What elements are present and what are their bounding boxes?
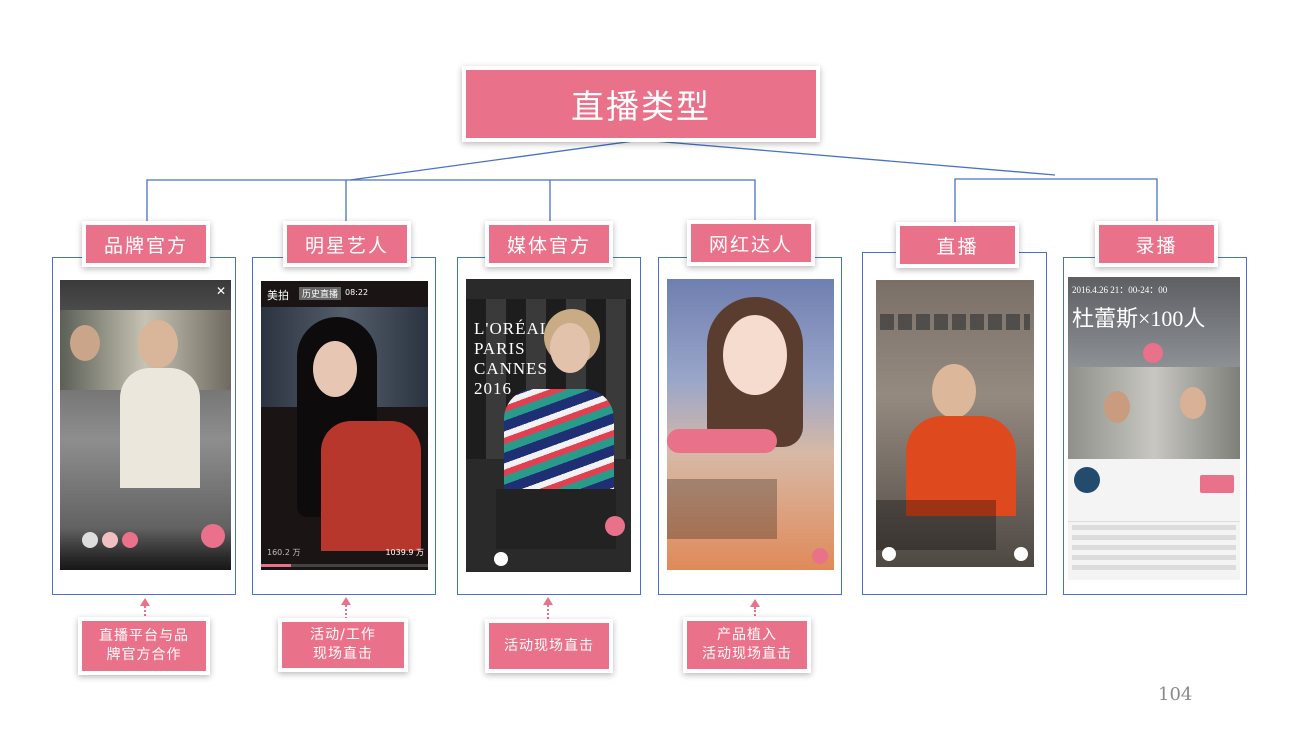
screenshot-influencer-live [667,279,834,570]
note-influencer: 产品植入 活动现场直击 [687,621,807,669]
dotted-connector [345,605,347,619]
chat-overlay [667,479,777,539]
person-body [120,368,200,488]
note-influencer-line1: 产品植入 [717,627,777,643]
person-head-2 [70,325,100,361]
striped-sweater [504,389,614,499]
note-star: 活动/工作 现场直击 [282,622,404,668]
up-arrow-icon [341,597,351,605]
screenshot-star-live: 美拍 历史直播 08:22 160.2 万 1039.9 万 [261,281,428,570]
replay-photo [1068,367,1240,459]
person-head [1180,387,1206,419]
note-media: 活动现场直击 [489,623,609,669]
replay-date: 2016.4.26 21：00-24：00 [1072,285,1168,295]
screenshot-live-stream [876,280,1034,567]
category-brand-official: 品牌官方 [86,225,206,263]
person-head [1104,391,1130,423]
stream-time: 08:22 [345,288,369,297]
person-face [723,315,787,395]
loreal-backdrop-text: L'ORÉAL PARIS CANNES 2016 [474,319,551,398]
note-star-line1: 活动/工作 [310,627,376,643]
screenshot-brand-live: ✕ [60,280,231,570]
note-brand: 直播平台与品 牌官方合作 [82,621,206,671]
connector-root-left [349,139,642,181]
up-arrow-icon [750,599,760,607]
note-brand-line2: 牌官方合作 [106,647,182,663]
up-arrow-icon [543,597,553,605]
follow-button[interactable] [1200,475,1234,493]
skirt [496,489,616,549]
category-influencer: 网红达人 [691,224,811,262]
person-head [932,364,976,418]
screenshot-media-live: L'ORÉAL PARIS CANNES 2016 [466,279,631,572]
connector-right-bar [954,178,1158,222]
gift-banner [667,429,777,453]
note-media-line1: 活动现场直击 [504,637,594,654]
progress-bar[interactable] [261,564,428,567]
person-head [138,320,178,368]
play-button[interactable] [494,552,508,566]
heart-button[interactable] [812,548,828,564]
comment-list [1072,525,1236,575]
history-live-tag: 历史直播 [299,287,342,300]
red-jacket [321,421,421,551]
heart-button[interactable] [201,524,225,548]
menu-button[interactable] [1014,547,1028,561]
root-node-title: 直播类型 [466,70,816,138]
dotted-connector [754,607,756,619]
connector-root-right [640,139,1056,176]
avatar [102,532,118,548]
category-replay: 录播 [1099,225,1214,263]
tab-bar [1068,505,1240,522]
page-number: 104 [1158,684,1193,705]
up-arrow-icon [140,598,150,606]
chat-button[interactable] [882,547,896,561]
replay-banner: 2016.4.26 21：00-24：00 杜蕾斯×100人 [1068,277,1240,367]
person-face [550,323,590,373]
avatar [122,532,138,548]
category-media-official: 媒体官方 [489,225,609,263]
dotted-connector [144,606,146,620]
heart-button[interactable] [605,516,625,536]
replay-title: 杜蕾斯×100人 [1072,306,1206,331]
category-star-artist: 明星艺人 [287,225,407,263]
avatar-row [880,314,1030,330]
channel-avatar [1074,467,1100,493]
dotted-connector [547,605,549,619]
meipai-logo: 美拍 [267,289,289,302]
close-icon[interactable]: ✕ [215,284,226,298]
left-viewer-count: 160.2 万 [267,548,301,557]
viewer-count: 1039.9 万 [385,548,424,557]
screenshot-replay: 2016.4.26 21：00-24：00 杜蕾斯×100人 [1068,277,1240,580]
play-button[interactable] [1143,343,1163,363]
note-brand-line1: 直播平台与品 [99,628,189,644]
note-influencer-line2: 活动现场直击 [702,646,792,662]
category-live: 直播 [900,226,1015,264]
connector-left-bar [146,179,756,222]
person-face [313,341,357,397]
note-star-line2: 现场直击 [313,646,373,662]
orange-jacket [906,416,1016,516]
chat-overlay [876,500,996,550]
avatar [82,532,98,548]
